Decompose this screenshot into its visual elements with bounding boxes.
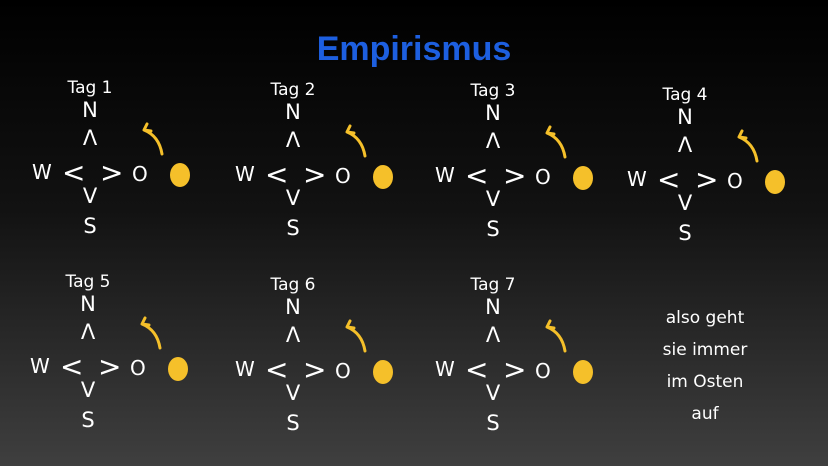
east-label: O	[132, 162, 148, 186]
day-label: Tag 2	[270, 80, 316, 100]
right-arrow-icon: >	[503, 353, 527, 386]
compass-day-7: Tag 7 N Λ W < > O V S	[435, 275, 615, 435]
west-label: W	[627, 167, 647, 191]
south-label: S	[678, 221, 692, 245]
up-arrow-icon: Λ	[80, 320, 96, 344]
north-label: N	[285, 100, 301, 124]
east-label: O	[535, 165, 551, 189]
up-arrow-icon: Λ	[485, 129, 501, 153]
west-label: W	[235, 162, 255, 186]
down-arrow-icon: V	[82, 184, 98, 208]
sun-icon	[373, 360, 393, 384]
down-arrow-icon: V	[485, 381, 501, 405]
note-line: also geht	[665, 308, 745, 328]
right-arrow-icon: >	[303, 158, 327, 191]
east-label: O	[130, 356, 146, 380]
compass-day-4: Tag 4 N Λ W < > O V S	[627, 85, 807, 245]
left-arrow-icon: <	[465, 159, 489, 192]
east-label: O	[727, 169, 743, 193]
compass-day-1: Tag 1 N Λ W < > O V S	[32, 78, 212, 238]
sun-icon	[168, 357, 188, 381]
south-label: S	[83, 214, 97, 238]
left-arrow-icon: <	[265, 353, 289, 386]
sun-icon	[373, 165, 393, 189]
day-label: Tag 1	[67, 78, 113, 98]
south-label: S	[286, 411, 300, 435]
right-arrow-icon: >	[98, 350, 122, 383]
day-label: Tag 4	[662, 85, 708, 105]
day-label: Tag 5	[65, 272, 111, 292]
west-label: W	[32, 160, 52, 184]
down-arrow-icon: V	[285, 186, 301, 210]
up-arrow-icon: Λ	[485, 323, 501, 347]
north-label: N	[285, 295, 301, 319]
north-label: N	[677, 105, 693, 129]
west-label: W	[435, 357, 455, 381]
left-arrow-icon: <	[60, 350, 84, 383]
rising-arrow-icon	[737, 129, 759, 163]
sun-icon	[573, 166, 593, 190]
right-arrow-icon: >	[503, 159, 527, 192]
note-line: sie immer	[662, 340, 748, 360]
south-label: S	[486, 217, 500, 241]
west-label: W	[30, 354, 50, 378]
right-arrow-icon: >	[100, 156, 124, 189]
compass-day-3: Tag 3 N Λ W < > O V S	[435, 81, 615, 241]
north-label: N	[485, 295, 501, 319]
north-label: N	[485, 101, 501, 125]
north-label: N	[82, 98, 98, 122]
east-label: O	[335, 359, 351, 383]
south-label: S	[286, 216, 300, 240]
conclusion-note: also geht sie immer im Osten auf	[650, 302, 760, 430]
up-arrow-icon: Λ	[677, 133, 693, 157]
left-arrow-icon: <	[465, 353, 489, 386]
sun-icon	[573, 360, 593, 384]
rising-arrow-icon	[142, 122, 164, 156]
note-line: auf	[691, 404, 719, 424]
rising-arrow-icon	[545, 319, 567, 353]
down-arrow-icon: V	[285, 381, 301, 405]
day-label: Tag 7	[470, 275, 516, 295]
rising-arrow-icon	[345, 319, 367, 353]
sun-icon	[170, 163, 190, 187]
west-label: W	[235, 357, 255, 381]
right-arrow-icon: >	[303, 353, 327, 386]
up-arrow-icon: Λ	[285, 323, 301, 347]
compass-day-5: Tag 5 N Λ W < > O V S	[30, 272, 210, 432]
down-arrow-icon: V	[80, 378, 96, 402]
compass-day-2: Tag 2 N Λ W < > O V S	[235, 80, 415, 240]
south-label: S	[486, 411, 500, 435]
down-arrow-icon: V	[485, 187, 501, 211]
day-label: Tag 6	[270, 275, 316, 295]
slide-title: Empirismus	[316, 30, 512, 68]
left-arrow-icon: <	[265, 158, 289, 191]
rising-arrow-icon	[545, 125, 567, 159]
left-arrow-icon: <	[62, 156, 86, 189]
day-label: Tag 3	[470, 81, 516, 101]
left-arrow-icon: <	[657, 163, 681, 196]
east-label: O	[535, 359, 551, 383]
sun-icon	[765, 170, 785, 194]
west-label: W	[435, 163, 455, 187]
rising-arrow-icon	[140, 316, 162, 350]
note-line: im Osten	[666, 372, 744, 392]
down-arrow-icon: V	[677, 191, 693, 215]
south-label: S	[81, 408, 95, 432]
compass-day-6: Tag 6 N Λ W < > O V S	[235, 275, 415, 435]
up-arrow-icon: Λ	[82, 126, 98, 150]
up-arrow-icon: Λ	[285, 128, 301, 152]
east-label: O	[335, 164, 351, 188]
right-arrow-icon: >	[695, 163, 719, 196]
rising-arrow-icon	[345, 124, 367, 158]
north-label: N	[80, 292, 96, 316]
